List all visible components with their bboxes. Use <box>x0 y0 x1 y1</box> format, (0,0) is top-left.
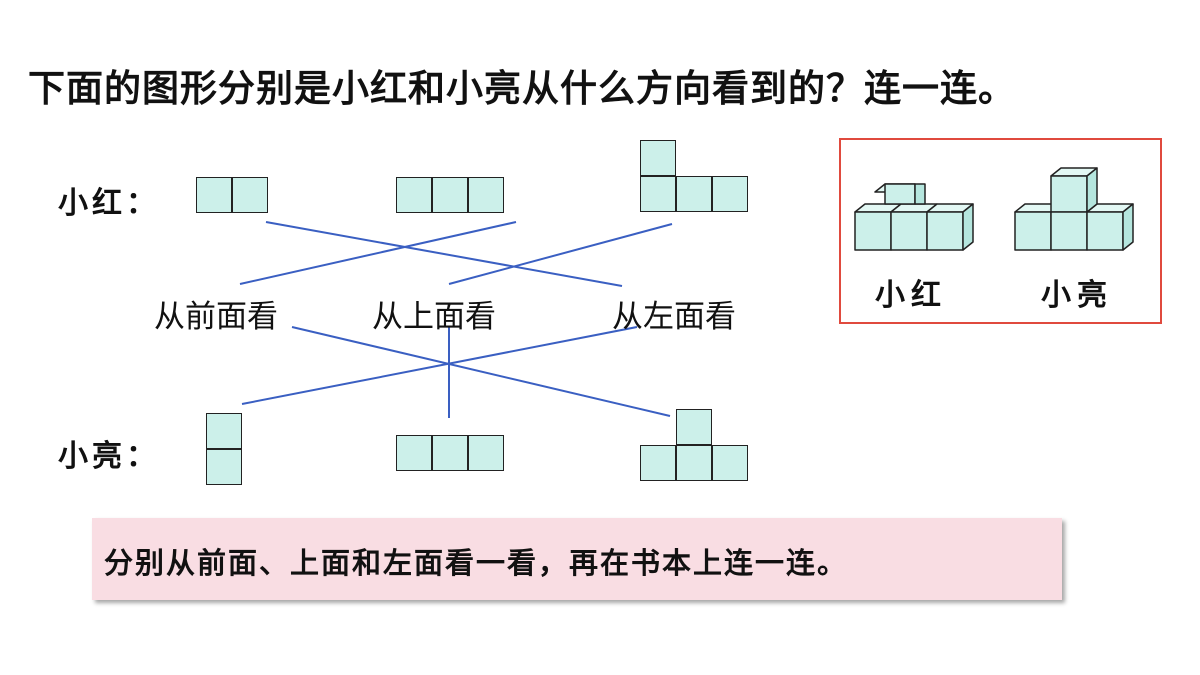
direction-left: 从左面看 <box>612 299 736 335</box>
direction-front: 从前面看 <box>154 299 278 335</box>
direction-top: 从上面看 <box>372 299 496 335</box>
link-left-to-xiaoliang-view1 <box>241 326 638 405</box>
xiaohong-row-label: 小红： <box>58 186 160 221</box>
link-xiaohong-view3-to-top <box>448 223 673 285</box>
example-cubes <box>854 167 1134 251</box>
hint-box: 分别从前面、上面和左面看一看，再在书本上连一连。 <box>92 518 1062 600</box>
xiaoliang-row-label: 小亮： <box>58 439 160 474</box>
example-frame: 小红 小亮 <box>839 138 1162 324</box>
hint-text: 分别从前面、上面和左面看一看，再在书本上连一连。 <box>104 546 849 580</box>
question-title: 下面的图形分别是小红和小亮从什么方向看到的？连一连。 <box>28 67 1016 110</box>
example-label-xiaohong: 小红 <box>875 278 947 313</box>
link-xiaohong-view1-to-left <box>265 221 623 287</box>
link-xiaohong-view2-to-front <box>239 221 517 285</box>
example-label-xiaoliang: 小亮 <box>1041 278 1113 313</box>
link-front-to-xiaoliang-view3 <box>291 326 671 417</box>
